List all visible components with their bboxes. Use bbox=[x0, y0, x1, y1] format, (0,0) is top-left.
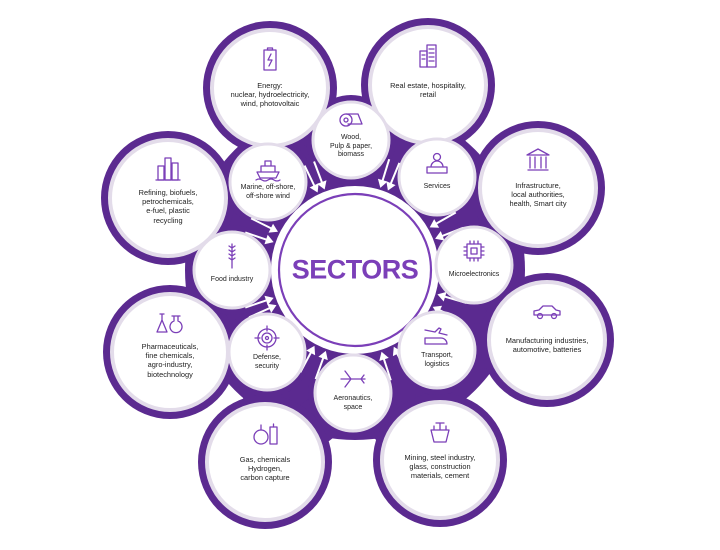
ship-icon bbox=[255, 160, 281, 182]
person-desk-icon bbox=[426, 152, 448, 174]
inner-sector-label-2: Microelectronics bbox=[448, 271, 500, 278]
inner-sector-circle-5 bbox=[227, 312, 307, 392]
buildings-icon bbox=[419, 44, 437, 68]
arrows bbox=[244, 158, 467, 381]
outer-sector-label-2: Infrastructure, local authorities, healt… bbox=[509, 181, 567, 209]
inner-sector-circle-4 bbox=[313, 353, 393, 433]
outer-sector-circle-3 bbox=[487, 280, 607, 400]
inner-sector-label-5: Defense, security bbox=[252, 354, 282, 370]
outer-sector-circle-4 bbox=[380, 400, 500, 520]
outer-sector-label-5: Gas, chemicals Hydrogen, carbon capture bbox=[239, 455, 291, 483]
paper-roll-icon bbox=[339, 113, 363, 127]
arrowhead-7-0 bbox=[268, 223, 278, 233]
arrowhead-2-1 bbox=[437, 291, 447, 302]
arrowhead-4-0 bbox=[379, 351, 389, 361]
outer-sector-circle-7 bbox=[108, 138, 228, 258]
outer-sector-label-3: Manufacturing industries, automotive, ba… bbox=[505, 336, 589, 355]
inner-sector-circle-2 bbox=[434, 225, 514, 305]
battery-bolt-icon bbox=[263, 47, 277, 71]
wheat-icon bbox=[228, 243, 236, 269]
arrowhead-5-0 bbox=[306, 345, 316, 356]
arrowhead-0-1 bbox=[377, 178, 388, 188]
outer-sector-label-4: Mining, steel industry, glass, construct… bbox=[404, 453, 476, 481]
inner-sector-label-7: Marine, off-shore, off-shore wind bbox=[240, 184, 296, 200]
arrowhead-0-0 bbox=[317, 180, 327, 190]
arrowhead-1-1 bbox=[429, 219, 440, 228]
airplane-icon bbox=[340, 370, 366, 388]
gas-tanks-icon bbox=[253, 423, 278, 445]
center-title: SECTORS bbox=[291, 254, 419, 285]
refinery-icon bbox=[155, 157, 181, 181]
outer-sector-circle-5 bbox=[205, 402, 325, 522]
center-ring bbox=[277, 192, 433, 348]
car-icon bbox=[533, 305, 561, 320]
target-icon bbox=[254, 325, 280, 351]
ladle-icon bbox=[430, 422, 450, 443]
inner-sector-circle-3 bbox=[397, 310, 477, 390]
arrowhead-6-0 bbox=[264, 295, 274, 306]
inner-sector-label-4: Aeronautics, space bbox=[333, 395, 373, 411]
outer-sector-label-7: Refining, biofuels, petrochemicals, e-fu… bbox=[138, 188, 198, 225]
arrowhead-3-1 bbox=[392, 346, 402, 357]
inner-sector-label-1: Services bbox=[423, 183, 451, 190]
chip-icon bbox=[463, 240, 485, 262]
outer-sector-label-6: Pharmaceuticals, fine chemicals, agro-in… bbox=[141, 342, 199, 379]
arrowhead-7-1 bbox=[309, 183, 319, 193]
inner-sector-circle-7 bbox=[228, 142, 308, 222]
inner-sector-label-0: Wood, Pulp & paper, biomass bbox=[329, 134, 373, 159]
inner-sector-label-6: Food industry bbox=[210, 276, 254, 283]
arrowhead-5-1 bbox=[267, 303, 277, 313]
sector-circles bbox=[108, 25, 607, 522]
arrowhead-3-0 bbox=[432, 305, 443, 315]
arrowhead-6-1 bbox=[264, 234, 274, 245]
inner-sector-circle-6 bbox=[192, 230, 272, 310]
center-circle bbox=[271, 186, 439, 354]
arrowhead-4-1 bbox=[318, 350, 328, 361]
flasks-icon bbox=[156, 313, 183, 334]
train-plane-icon bbox=[424, 327, 448, 345]
outer-sector-circle-2 bbox=[478, 128, 598, 248]
arrowhead-1-0 bbox=[386, 181, 396, 191]
arrowhead-2-0 bbox=[435, 231, 445, 241]
outer-sector-label-0: Energy: nuclear, hydroelectricity, wind,… bbox=[230, 81, 310, 109]
columns-building-icon bbox=[526, 148, 550, 171]
inner-sector-circle-1 bbox=[397, 137, 477, 217]
outer-sector-label-1: Real estate, hospitality, retail bbox=[390, 81, 466, 100]
inner-sector-label-3: Transport, logistics bbox=[421, 352, 453, 368]
inner-sector-circle-0 bbox=[311, 100, 391, 180]
sector-icons bbox=[155, 44, 561, 445]
